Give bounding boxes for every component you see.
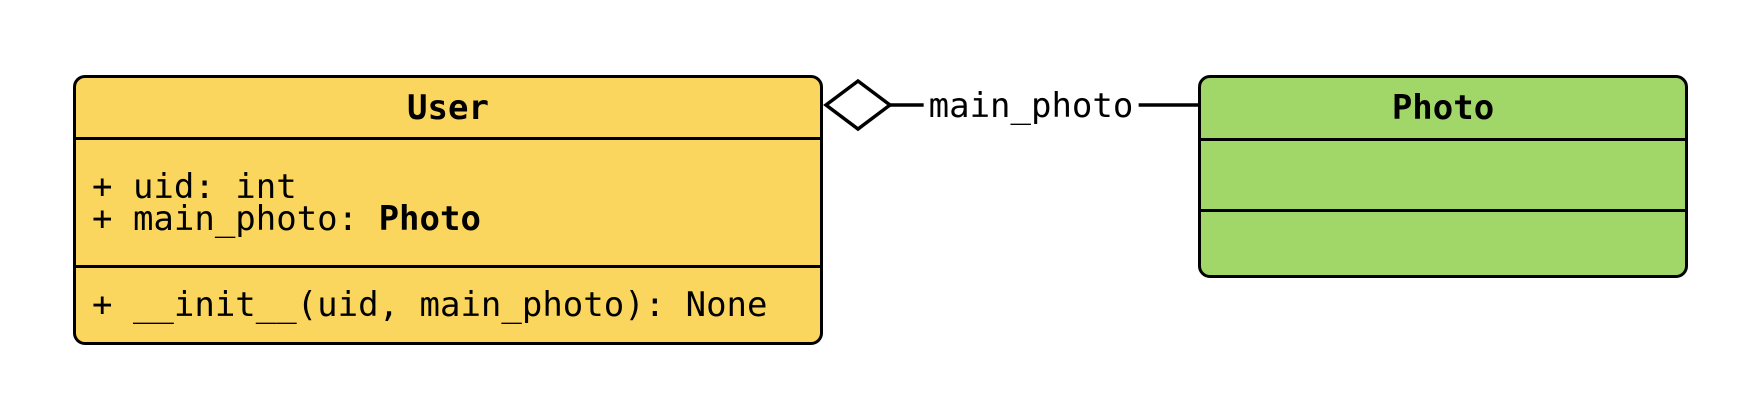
class-box-photo: Photo	[1198, 75, 1688, 278]
user-method-init: + __init__(uid, main_photo): None	[92, 285, 768, 325]
photo-class-methods	[1201, 212, 1685, 275]
user-attribute-main-photo-type: Photo	[378, 198, 481, 239]
relationship-label: main_photo	[923, 86, 1139, 126]
user-class-methods: + __init__(uid, main_photo): None	[76, 268, 820, 342]
user-attribute-main-photo: + main_photo: Photo	[92, 202, 820, 236]
user-attribute-uid: + uid: int	[92, 166, 297, 207]
class-box-user: User + uid: int + main_photo: Photo + __…	[73, 75, 823, 345]
user-class-title: User	[76, 78, 820, 140]
aggregation-diamond-icon	[823, 78, 893, 132]
user-class-attributes: + uid: int + main_photo: Photo	[76, 140, 820, 268]
user-attribute-main-photo-prefix: + main_photo:	[92, 198, 379, 239]
photo-class-title: Photo	[1201, 78, 1685, 141]
photo-class-attributes	[1201, 141, 1685, 212]
